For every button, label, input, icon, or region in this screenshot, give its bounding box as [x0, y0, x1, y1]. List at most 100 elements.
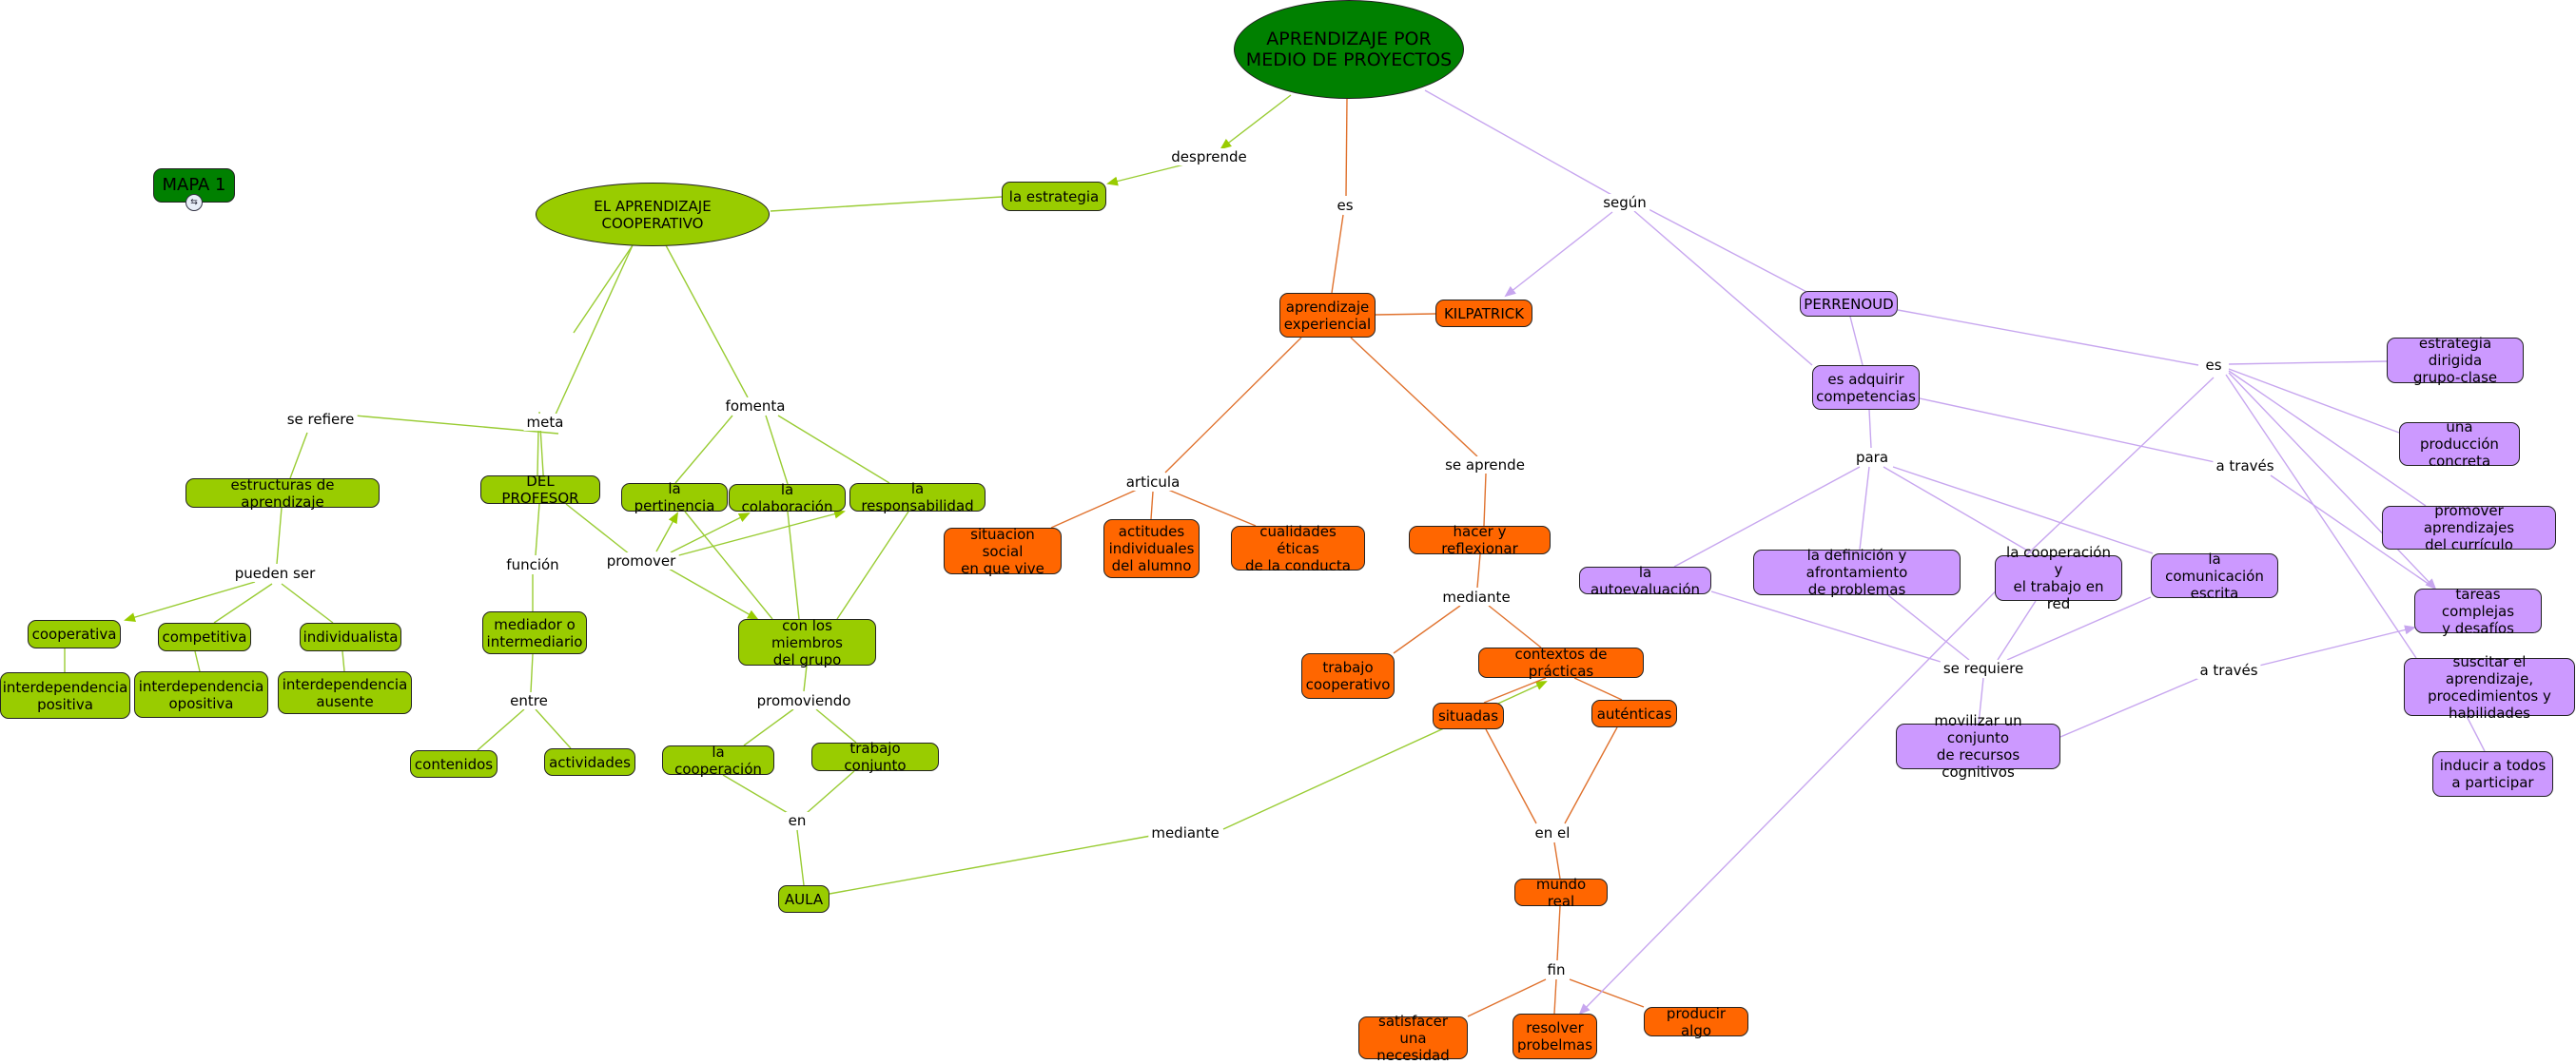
connector-line	[787, 511, 800, 620]
node-autenticas[interactable]: auténticas	[1591, 700, 1677, 727]
node-estructuras-de-aprendizaje[interactable]: estructuras de aprendizaje	[185, 476, 380, 511]
node-mediador-o-intermediario[interactable]: mediador o intermediario	[482, 611, 587, 654]
node-estrategia-dirigida[interactable]: estrategia dirigida grupo-clase	[2387, 335, 2524, 386]
connector-line	[806, 770, 855, 814]
link-label-se-aprende[interactable]: se aprende	[1442, 456, 1528, 474]
node-la-cooperacion[interactable]: la cooperación	[662, 744, 774, 778]
node-cualidades-eticas[interactable]: cualidades éticas de la conducta	[1231, 523, 1365, 574]
link-label-mediante[interactable]: mediante	[1439, 589, 1513, 606]
node-perrenoud[interactable]: PERRENOUD	[1800, 291, 1898, 317]
link-label-en-el[interactable]: en el	[1532, 824, 1573, 842]
connector-line	[770, 196, 1003, 212]
link-label-a-traves-2[interactable]: a través	[2196, 662, 2261, 679]
node-tareas-complejas[interactable]: tareas complejas y desafíos	[2414, 586, 2542, 637]
node-satisfacer-una-necesidad[interactable]: satisfacer una necesidad	[1358, 1013, 1468, 1064]
link-icon[interactable]: ⇆	[185, 194, 203, 211]
main-concept-aprendizaje-por-proyectos[interactable]: APRENDIZAJE POR MEDIO DE PROYECTOS	[1234, 0, 1464, 99]
node-producir-algo[interactable]: producir algo	[1644, 1005, 1748, 1039]
link-label-promover[interactable]: promover	[603, 552, 679, 570]
link-label-es[interactable]: es	[1334, 197, 1356, 214]
node-inducir-a-todos[interactable]: inducir a todos a participar	[2432, 751, 2553, 797]
node-aprendizaje-cooperativo[interactable]: EL APRENDIZAJE COOPERATIVO	[536, 183, 770, 246]
connector-line	[836, 511, 909, 620]
connector-line	[2270, 474, 2436, 590]
connector-line	[1868, 409, 1872, 449]
node-interdependencia-opositiva[interactable]: interdependencia opositiva	[134, 671, 268, 718]
node-promover-aprendizajes[interactable]: promover aprendizajes del currículo	[2382, 502, 2556, 553]
connector-line	[535, 503, 540, 556]
connector-line	[1849, 316, 1864, 366]
link-label-articula[interactable]: articula	[1122, 474, 1183, 491]
link-label-fin[interactable]: fin	[1544, 961, 1569, 978]
connector-line	[1164, 337, 1302, 474]
connector-line	[1556, 905, 1561, 961]
node-la-autoevaluacion[interactable]: la autoevaluación	[1579, 564, 1711, 598]
node-kilpatrick[interactable]: KILPATRICK	[1435, 300, 1532, 327]
node-actividades[interactable]: actividades	[544, 748, 635, 776]
link-label-promoviendo[interactable]: promoviendo	[753, 692, 854, 709]
node-del-profesor[interactable]: DEL PROFESOR	[480, 473, 600, 507]
node-aula[interactable]: AULA	[778, 885, 829, 913]
node-mundo-real[interactable]: mundo real	[1514, 876, 1608, 910]
link-label-segun[interactable]: según	[1600, 194, 1649, 211]
node-hacer-y-reflexionar[interactable]: hacer y reflexionar	[1409, 523, 1551, 557]
connector-line	[1569, 978, 1645, 1008]
node-contenidos[interactable]: contenidos	[410, 750, 498, 778]
connector-line	[2466, 715, 2486, 752]
link-label-fomenta[interactable]: fomenta	[722, 397, 789, 415]
connector-line	[1887, 594, 1970, 661]
connector-line	[765, 415, 789, 485]
connector-line	[1892, 466, 2154, 554]
connector-line	[1564, 726, 1618, 824]
node-trabajo-cooperativo[interactable]: trabajo cooperativo	[1301, 653, 1395, 699]
node-movilizar-recursos-cognitivos[interactable]: movilizar un conjunto de recursos cognit…	[1896, 712, 2060, 781]
link-label-en[interactable]: en	[785, 812, 810, 829]
connector-line	[1553, 978, 1557, 1015]
connector-line	[1578, 554, 2032, 1016]
node-contextos-de-practicas[interactable]: contextos de prácticas	[1478, 646, 1644, 680]
link-label-mediante-aula[interactable]: mediante	[1148, 824, 1222, 842]
node-con-los-miembros-del-grupo[interactable]: con los miembros del grupo	[738, 617, 876, 668]
node-aprendizaje-experiencial[interactable]: aprendizaje experiencial	[1279, 293, 1376, 338]
node-la-cooperacion-y-trabajo-en-red[interactable]: la cooperación y el trabajo en red	[1995, 544, 2122, 612]
node-la-estrategia[interactable]: la estrategia	[1002, 182, 1106, 211]
connector-line	[1483, 677, 1547, 704]
node-la-pertinencia[interactable]: la pertinencia	[621, 480, 728, 514]
connector-line	[1345, 98, 1348, 197]
node-una-produccion-concreta[interactable]: una producción concreta	[2399, 418, 2520, 470]
node-trabajo-conjunto[interactable]: trabajo conjunto	[811, 740, 939, 774]
link-label-entre[interactable]: entre	[507, 692, 551, 709]
link-label-meta[interactable]: meta	[523, 414, 567, 431]
connector-line	[670, 513, 751, 553]
link-label-para[interactable]: para	[1852, 449, 1892, 466]
link-label-desprende[interactable]: desprende	[1168, 148, 1250, 165]
link-label-pueden-ser[interactable]: pueden ser	[231, 565, 319, 582]
node-individualista[interactable]: individualista	[300, 623, 401, 651]
node-suscitar-el-aprendizaje[interactable]: suscitar el aprendizaje, procedimientos …	[2404, 653, 2575, 722]
node-interdependencia-ausente[interactable]: interdependencia ausente	[278, 671, 412, 714]
node-cooperativa[interactable]: cooperativa	[28, 620, 121, 648]
connector-line	[1553, 842, 1561, 880]
link-label-a-traves-1[interactable]: a través	[2213, 457, 2277, 474]
node-la-colaboracion[interactable]: la colaboración	[729, 481, 846, 515]
node-la-responsabilidad[interactable]: la responsabilidad	[849, 480, 986, 514]
node-la-comunicacion-escrita[interactable]: la comunicación escrita	[2151, 551, 2278, 602]
node-actitudes-individuales[interactable]: actitudes individuales del alumno	[1103, 519, 1200, 578]
connector-line	[1504, 211, 1613, 298]
node-competitiva[interactable]: competitiva	[158, 623, 251, 651]
node-es-adquirir-competencias[interactable]: es adquirir competencias	[1812, 365, 1920, 410]
link-label-es-perrenoud[interactable]: es	[2202, 357, 2225, 374]
node-resolver-problemas[interactable]: resolver probelmas	[1512, 1014, 1597, 1059]
connector-line	[2258, 625, 2416, 667]
link-label-funcion[interactable]: función	[503, 556, 562, 573]
link-label-se-refiere[interactable]: se refiere	[283, 411, 358, 428]
connector-line	[332, 413, 559, 435]
link-label-se-requiere[interactable]: se requiere	[1940, 660, 2027, 677]
node-interdependencia-positiva[interactable]: interdependencia positiva	[0, 672, 130, 719]
connector-line	[1483, 473, 1487, 527]
connector-line	[1220, 94, 1292, 150]
node-situadas[interactable]: situadas	[1433, 703, 1504, 729]
node-situacion-social[interactable]: situacion social en que vive	[944, 526, 1062, 577]
node-la-definicion-y-afrontamiento[interactable]: la definición y afrontamiento de problem…	[1753, 547, 1961, 598]
connector-line	[1978, 677, 1984, 725]
